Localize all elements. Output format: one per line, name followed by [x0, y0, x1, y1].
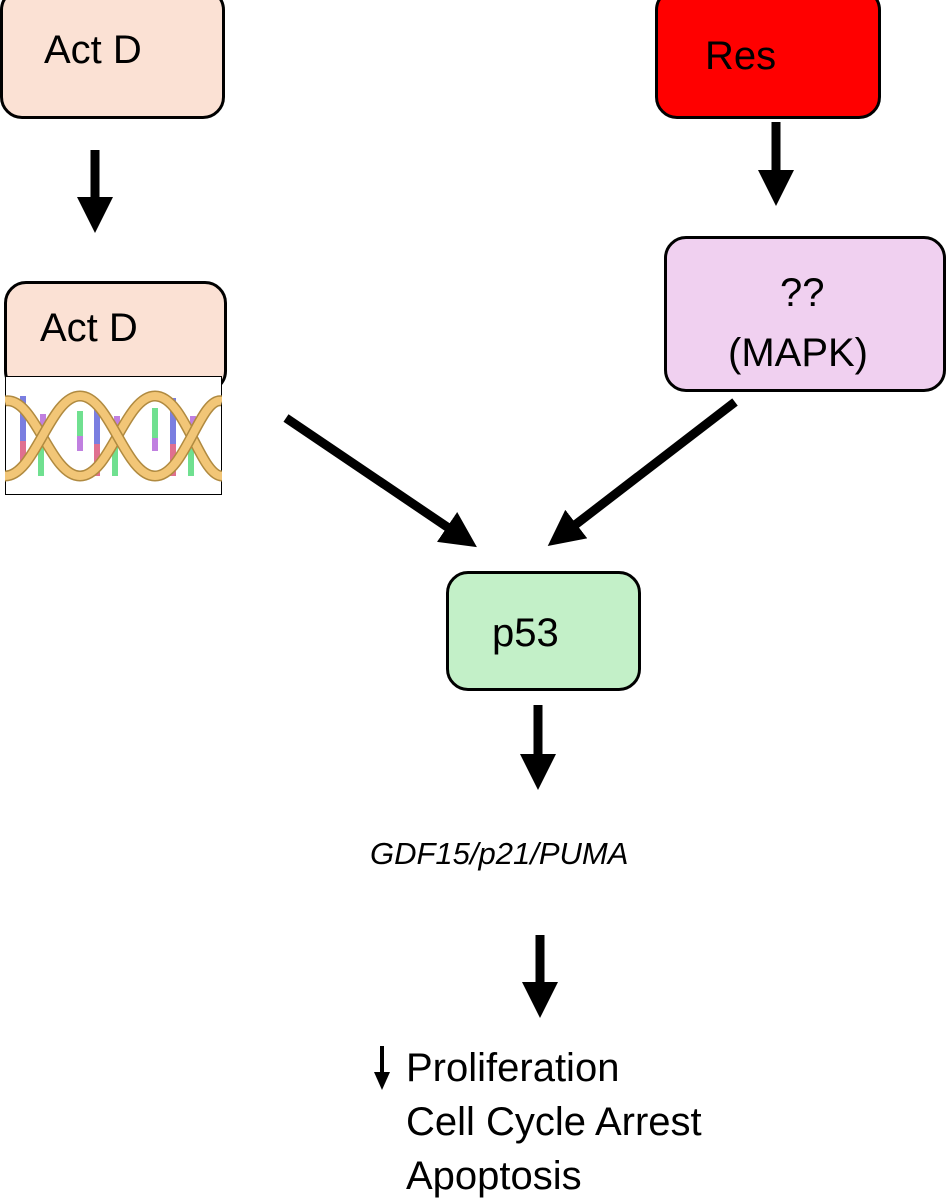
res-box — [655, 0, 881, 119]
p53-box — [446, 571, 641, 691]
outcome-proliferation: Proliferation — [406, 1046, 620, 1090]
mapk-unknown-label: ?? — [780, 271, 825, 315]
mapk-label: (MAPK) — [728, 331, 868, 375]
arrow-actd-to-p53 — [283, 414, 477, 548]
res-label: Res — [705, 34, 777, 78]
outcome-cell-cycle-arrest: Cell Cycle Arrest — [406, 1100, 702, 1144]
p53-label: p53 — [492, 611, 559, 655]
down-arrow-icon — [374, 1046, 390, 1090]
dna-double-helix-icon — [5, 376, 222, 495]
actd-dna-label: Act D — [40, 306, 138, 350]
actd-box — [0, 0, 225, 119]
arrow-mapk-to-p53 — [547, 398, 738, 546]
actd-label: Act D — [44, 28, 142, 72]
target-genes-label: GDF15/p21/PUMA — [370, 836, 629, 871]
mapk-box — [664, 236, 946, 392]
outcome-apoptosis: Apoptosis — [406, 1154, 582, 1198]
